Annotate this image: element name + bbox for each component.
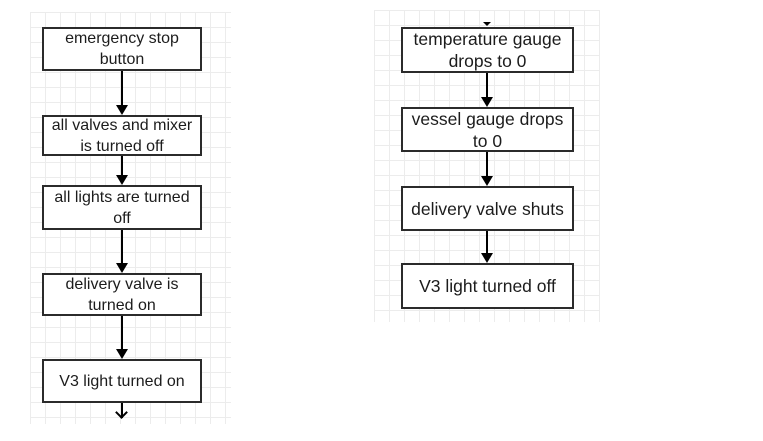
arrowhead-down-icon (481, 253, 493, 263)
arrow-left-1[interactable] (121, 71, 123, 105)
node-delivery-valve-shuts[interactable]: delivery valve shuts (401, 186, 574, 231)
arrow-left-2[interactable] (121, 156, 123, 175)
node-emergency-stop-button[interactable]: emergency stop button (42, 27, 202, 71)
node-label: all valves and mixer is turned off (51, 116, 193, 155)
node-v3-light-on[interactable]: V3 light turned on (42, 359, 202, 403)
node-label: vessel gauge drops to 0 (411, 108, 564, 151)
arrowhead-down-icon (481, 97, 493, 107)
arrow-right-2[interactable] (486, 152, 488, 176)
node-vessel-gauge-zero[interactable]: vessel gauge drops to 0 (401, 107, 574, 152)
node-label: V3 light turned on (59, 372, 185, 390)
node-label: V3 light turned off (419, 276, 556, 296)
node-label: temperature gauge drops to 0 (413, 29, 562, 71)
arrowhead-down-icon (116, 349, 128, 359)
arrowhead-down-icon (116, 263, 128, 273)
arrowhead-down-icon (116, 105, 128, 115)
node-label: delivery valve shuts (411, 198, 564, 219)
arrow-left-3[interactable] (121, 230, 123, 263)
arrow-left-4[interactable] (121, 316, 123, 349)
node-all-lights-off[interactable]: all lights are turned off (42, 185, 202, 230)
arrowhead-down-icon (481, 176, 493, 186)
arrow-right-1[interactable] (486, 73, 488, 97)
arrowhead-down-icon (116, 175, 128, 185)
arrow-right-3[interactable] (486, 231, 488, 253)
node-temperature-gauge-zero[interactable]: temperature gauge drops to 0 (401, 27, 574, 73)
arrow-left-5[interactable] (121, 403, 123, 418)
node-label: all lights are turned off (54, 188, 190, 227)
node-label: emergency stop button (65, 30, 179, 68)
node-label: delivery valve is turned on (65, 275, 179, 314)
node-v3-light-off[interactable]: V3 light turned off (401, 263, 574, 309)
node-all-valves-mixer-off[interactable]: all valves and mixer is turned off (42, 115, 202, 156)
node-delivery-valve-on[interactable]: delivery valve is turned on (42, 273, 202, 316)
arrow-tip-stub-icon (483, 22, 491, 26)
